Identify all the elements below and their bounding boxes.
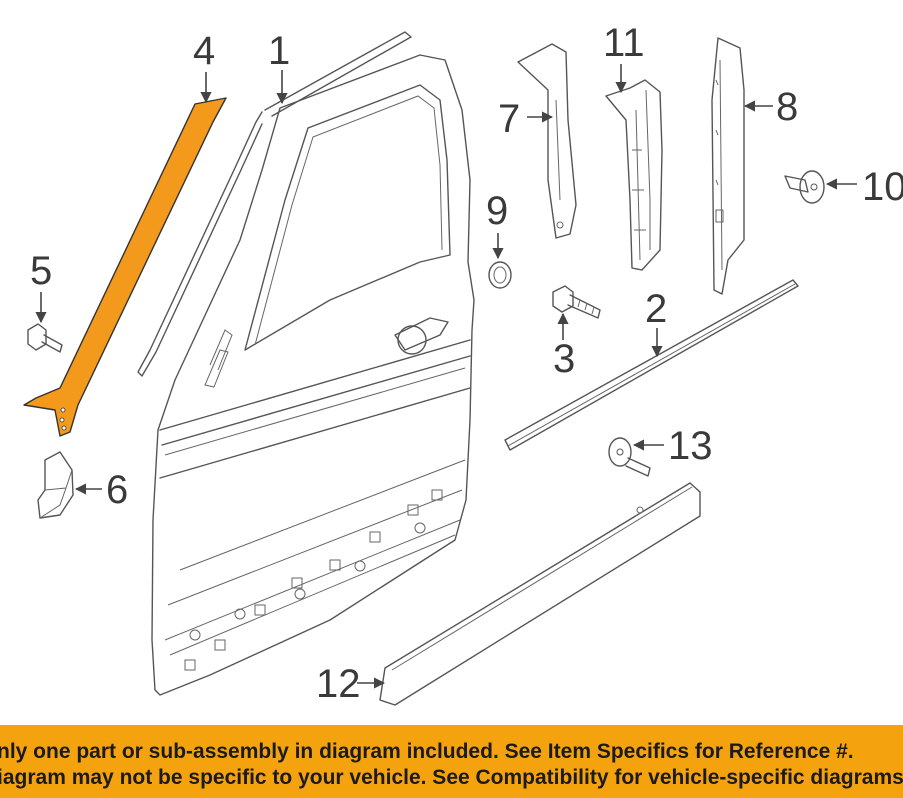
svg-text:8: 8 <box>776 85 798 129</box>
svg-text:13: 13 <box>668 424 713 468</box>
part-1-front-door <box>137 31 475 696</box>
svg-text:2: 2 <box>645 287 667 331</box>
disclaimer-line-2: iagram may not be specific to your vehic… <box>0 766 903 789</box>
part-13-push-clip <box>608 437 651 477</box>
svg-text:10: 10 <box>862 165 903 209</box>
part-12-lower-molding <box>379 482 701 706</box>
part-7-pillar-trim <box>517 43 577 239</box>
callout-1: 1 <box>268 29 290 105</box>
callout-10: 10 <box>825 165 903 209</box>
disclaimer-line-1: nly one part or sub-assembly in diagram … <box>0 740 854 763</box>
svg-text:12: 12 <box>316 662 361 706</box>
callout-2: 2 <box>645 287 667 358</box>
callout-13: 13 <box>632 424 713 468</box>
callout-8: 8 <box>743 85 798 129</box>
part-11-channel <box>605 79 663 271</box>
svg-text:6: 6 <box>106 468 128 512</box>
part-10-clip <box>784 170 825 204</box>
svg-text:3: 3 <box>553 337 575 381</box>
part-5-bolt <box>27 323 63 353</box>
callout-7: 7 <box>498 97 554 141</box>
part-9-grommet <box>488 261 512 289</box>
callout-6: 6 <box>74 468 128 512</box>
part-6-bracket <box>37 451 74 519</box>
part-8-pillar-applique <box>711 37 745 295</box>
svg-text:11: 11 <box>603 21 645 65</box>
callout-4: 4 <box>193 29 215 104</box>
part-4-a-pillar-trim <box>23 97 227 437</box>
callout-5: 5 <box>30 249 52 324</box>
svg-text:1: 1 <box>268 29 290 73</box>
callout-11: 11 <box>603 21 645 94</box>
part-2-belt-molding <box>504 279 799 451</box>
part-3-bolt <box>552 285 601 319</box>
callout-3: 3 <box>553 312 575 381</box>
svg-text:4: 4 <box>193 29 215 73</box>
svg-text:5: 5 <box>30 249 52 293</box>
callout-9: 9 <box>486 189 508 260</box>
svg-text:9: 9 <box>486 189 508 233</box>
parts-diagram: 1 2 3 4 5 6 <box>23 21 903 706</box>
disclaimer-banner: nly one part or sub-assembly in diagram … <box>0 725 903 798</box>
callout-12: 12 <box>316 662 386 706</box>
svg-text:7: 7 <box>498 97 520 141</box>
